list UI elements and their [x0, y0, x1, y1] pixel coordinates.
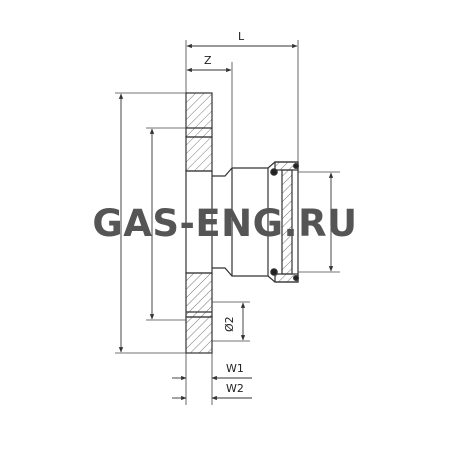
dim-D2-label: Ø2	[223, 316, 236, 332]
extension-lines	[115, 40, 340, 405]
dim-W2-label: W2	[226, 382, 244, 395]
dim-L-label: L	[238, 30, 245, 43]
neck-body	[212, 161, 300, 283]
dim-Z-label: Z	[204, 54, 212, 67]
dim-W1-label: W1	[226, 362, 244, 375]
flange-body	[185, 92, 213, 354]
dimension-lines	[118, 43, 334, 401]
watermark-text: GAS-ENG.RU	[92, 202, 357, 245]
